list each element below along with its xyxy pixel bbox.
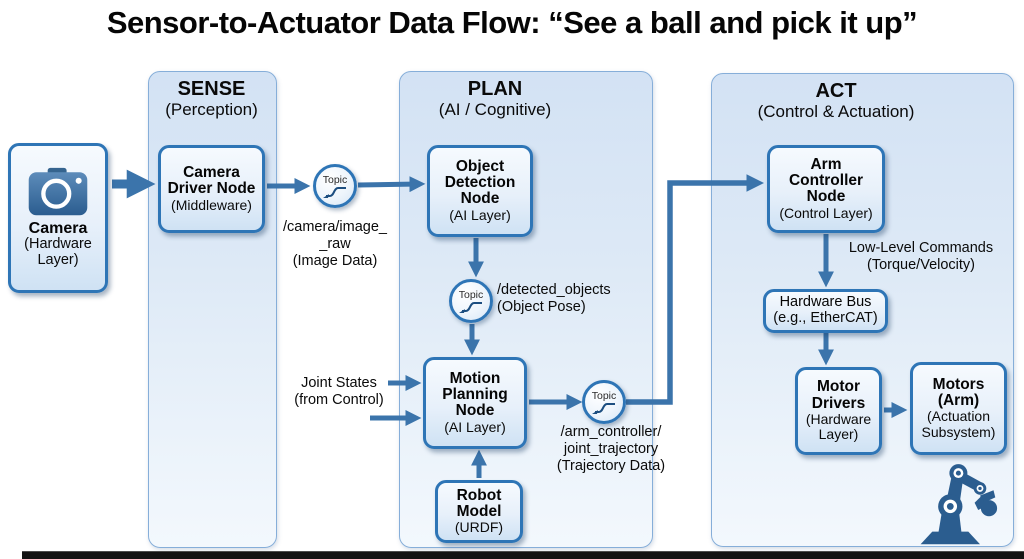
label-low-level-commands: Low-Level Commands (Torque/Velocity) <box>848 240 994 273</box>
node-camera-label: Camera <box>28 219 88 237</box>
panel-title-act: ACT <box>815 80 857 102</box>
node-object-detection-label: Object Detection Node <box>444 157 516 208</box>
topic-badge: Topic <box>458 288 484 301</box>
panel-sense <box>148 71 277 548</box>
node-arm-controller: Arm Controller Node (Control Layer) <box>767 145 885 233</box>
node-hardware-bus-sublabel: (e.g., EtherCAT) <box>773 309 878 326</box>
label-joint-states: Joint States (from Control) <box>294 375 384 408</box>
topic-signal-icon <box>323 187 346 199</box>
node-camera: Camera (Hardware Layer) <box>8 143 108 293</box>
node-object-detection-sublabel: (AI Layer) <box>449 206 511 223</box>
node-motors-arm-sublabel: (Actuation Subsystem) <box>921 408 996 440</box>
node-camera-driver-sublabel: (Middleware) <box>171 196 252 213</box>
node-motor-drivers: Motor Drivers (Hardware Layer) <box>795 367 882 455</box>
page-title: Sensor-to-Actuator Data Flow: “See a bal… <box>106 5 918 40</box>
node-camera-driver-label: Camera Driver Node <box>167 164 256 198</box>
node-robot-model-sublabel: (URDF) <box>454 519 504 536</box>
panel-header-plan: PLAN (AI / Cognitive) <box>399 78 591 119</box>
panel-title-sense: SENSE <box>177 78 246 100</box>
node-robot-model-label: Robot Model <box>456 486 502 520</box>
node-camera-sublabel: (Hardware Layer) <box>24 236 92 269</box>
node-arm-controller-label: Arm Controller Node <box>788 155 864 206</box>
topic-badge: Topic <box>591 389 617 402</box>
panel-subtitle-act: (Control & Actuation) <box>757 102 915 122</box>
node-motors-arm-label: Motors (Arm) <box>932 375 985 410</box>
node-object-detection: Object Detection Node (AI Layer) <box>427 145 533 237</box>
label-topic-detected-objects: /detected_objects (Object Pose) <box>497 282 611 315</box>
topic-signal-icon <box>592 403 615 415</box>
label-topic-joint-trajectory: /arm_controller/ joint_trajectory (Traje… <box>556 424 666 474</box>
topic-signal-icon <box>459 302 482 314</box>
node-motor-drivers-label: Motor Drivers <box>811 378 866 412</box>
panel-header-act: ACT (Control & Actuation) <box>711 80 961 121</box>
node-camera-driver: Camera Driver Node (Middleware) <box>158 145 265 233</box>
topic-badge: Topic <box>322 173 348 186</box>
node-robot-model: Robot Model (URDF) <box>435 480 523 543</box>
panel-subtitle-plan: (AI / Cognitive) <box>438 100 552 120</box>
label-topic-image-raw: /camera/image_ _raw (Image Data) <box>283 219 387 269</box>
node-hardware-bus: Hardware Bus (e.g., EtherCAT) <box>763 289 888 333</box>
topic-node-joint-trajectory: Topic <box>582 380 626 424</box>
panel-title-plan: PLAN <box>467 78 523 100</box>
node-hardware-bus-label: Hardware Bus <box>779 294 872 311</box>
node-motor-drivers-sublabel: (Hardware Layer) <box>805 410 872 443</box>
node-motors-arm: Motors (Arm) (Actuation Subsystem) <box>910 362 1007 455</box>
bottom-edge-bar <box>22 551 1024 559</box>
node-motion-planning: Motion Planning Node (AI Layer) <box>423 357 527 449</box>
node-arm-controller-sublabel: (Control Layer) <box>779 204 873 221</box>
node-motion-planning-label: Motion Planning Node <box>442 369 508 420</box>
panel-subtitle-sense: (Perception) <box>165 100 258 120</box>
topic-node-image-raw: Topic <box>313 164 357 208</box>
camera-icon <box>28 167 88 215</box>
topic-node-detected-objects: Topic <box>449 279 493 323</box>
robot-arm-icon <box>920 464 998 545</box>
panel-header-sense: SENSE (Perception) <box>148 78 275 119</box>
node-motion-planning-sublabel: (AI Layer) <box>444 418 506 435</box>
